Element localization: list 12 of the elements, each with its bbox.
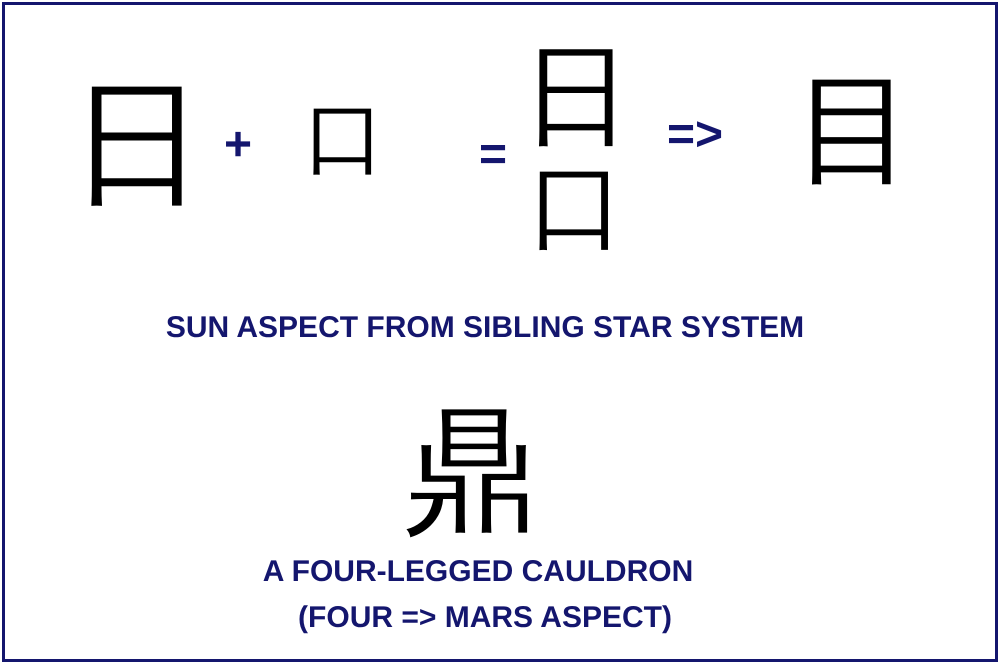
character-glyph: 口 (530, 160, 624, 254)
caption-text: SUN ASPECT FROM SIBLING STAR SYSTEM (166, 313, 804, 343)
character-glyph: 目 (795, 70, 915, 190)
character-glyph: 日 (70, 76, 206, 210)
plus-sign: + (224, 121, 252, 169)
character-glyph: 鼎 (402, 402, 538, 538)
caption-text: (FOUR => MARS ASPECT) (298, 603, 672, 633)
implies-sign: => (666, 111, 724, 159)
caption-text: A FOUR-LEGGED CAULDRON (262, 557, 694, 587)
character-glyph: 口 (305, 98, 385, 178)
character-glyph: 日 (522, 40, 632, 150)
equals-sign: = (478, 131, 508, 179)
